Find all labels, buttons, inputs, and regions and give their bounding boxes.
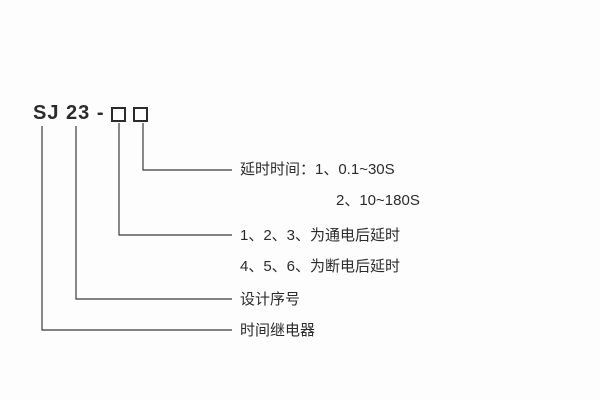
label-delay-time-option1: 延时时间：1、0.1~30S — [240, 161, 395, 178]
model-digit-box-2 — [133, 106, 149, 122]
connector-delay-time — [142, 123, 232, 171]
label-power-off-delay: 4、5、6、为断电后延时 — [240, 258, 401, 275]
label-delay-time-option2: 2、10~180S — [336, 192, 420, 209]
label-design-serial: 设计序号 — [240, 291, 301, 308]
label-time-relay: 时间继电器 — [240, 322, 316, 339]
model-prefix: SJ 23 - — [33, 102, 105, 124]
connector-contact-number — [118, 123, 232, 236]
connector-time-relay — [41, 126, 232, 331]
label-power-on-delay: 1、2、3、为通电后延时 — [240, 227, 401, 244]
model-digit-box-1 — [111, 106, 127, 122]
model-code: SJ 23 - — [33, 101, 149, 125]
connector-design-serial — [75, 126, 232, 300]
